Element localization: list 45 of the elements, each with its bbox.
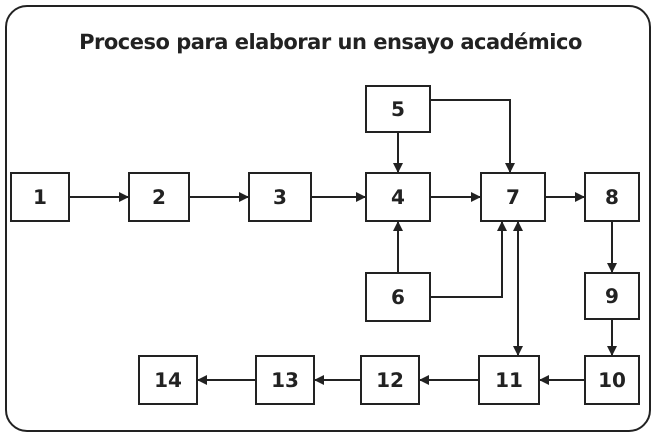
step-number: 2 — [152, 185, 166, 209]
step-number: 5 — [391, 97, 405, 121]
step-box — [255, 355, 315, 405]
arrow — [431, 221, 507, 298]
diagram-title: Proceso para elaborar un ensayo académico — [78, 30, 583, 54]
arrow — [197, 375, 255, 385]
arrow — [607, 222, 617, 273]
step-box — [365, 85, 431, 133]
step-box — [128, 172, 190, 222]
step-number: 9 — [605, 284, 619, 308]
step-number: 1 — [33, 185, 47, 209]
arrow — [431, 99, 515, 173]
arrow — [393, 221, 403, 272]
step-number: 13 — [271, 368, 299, 392]
step-box — [365, 272, 431, 322]
step-number: 6 — [391, 285, 405, 309]
step-number: 10 — [598, 368, 626, 392]
step-box — [584, 272, 640, 320]
arrow — [546, 192, 585, 202]
step-box — [248, 172, 312, 222]
step-box — [360, 355, 420, 405]
arrow — [312, 192, 366, 202]
step-number: 12 — [376, 368, 404, 392]
arrow — [70, 192, 129, 202]
step-number: 11 — [495, 368, 523, 392]
arrow — [190, 192, 249, 202]
step-box — [478, 355, 540, 405]
step-number: 7 — [506, 185, 520, 209]
step-number: 8 — [605, 185, 619, 209]
step-box — [480, 172, 546, 222]
step-box — [365, 172, 431, 222]
step-number: 4 — [391, 185, 405, 209]
step-box — [584, 355, 640, 405]
step-number: 14 — [154, 368, 182, 392]
step-box — [10, 172, 70, 222]
step-number: 3 — [273, 185, 287, 209]
arrow — [393, 133, 403, 173]
arrow — [513, 221, 523, 356]
step-box — [138, 355, 198, 405]
arrow — [419, 375, 478, 385]
arrow — [607, 320, 617, 356]
arrow — [431, 192, 481, 202]
arrow — [539, 375, 584, 385]
arrow — [314, 375, 360, 385]
step-box — [584, 172, 640, 222]
